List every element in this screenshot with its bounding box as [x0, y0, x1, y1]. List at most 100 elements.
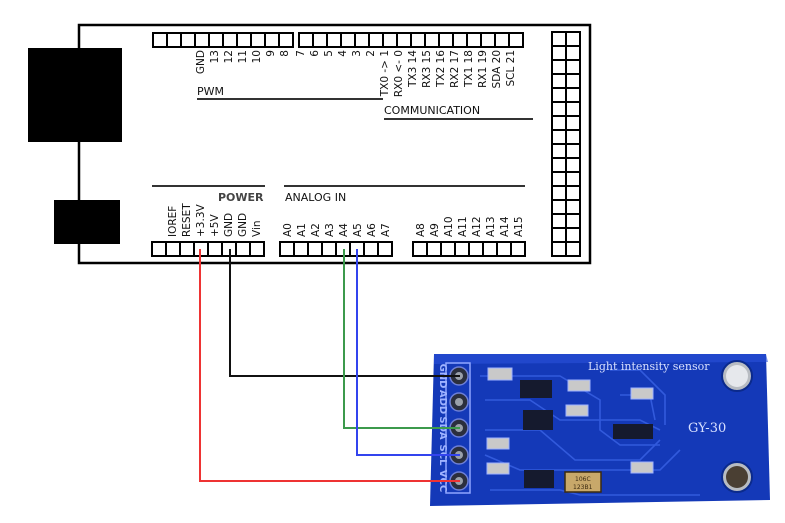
pin-label: A0: [282, 223, 294, 237]
pin-label: GND: [195, 50, 207, 74]
pin-label: GND: [237, 213, 249, 237]
header-pin: [565, 45, 581, 61]
header-pin: [565, 87, 581, 103]
resistor: [487, 367, 513, 381]
pin-label: 4: [337, 50, 349, 57]
header-pin: [551, 227, 567, 243]
resistor: [486, 437, 510, 450]
pin-label: A8: [415, 223, 427, 237]
pin-label: A2: [310, 223, 322, 237]
section-label-communication: COMMUNICATION: [384, 104, 480, 117]
pin-label: RESET: [181, 203, 193, 237]
header-pin: [565, 31, 581, 47]
header-pin: [551, 73, 567, 89]
pin-label: A1: [296, 223, 308, 237]
header-pin: [496, 241, 512, 257]
pin-label: RX1 19: [477, 50, 489, 88]
pin-label: 10: [251, 50, 263, 63]
pin-label: Vin: [251, 220, 263, 237]
header-pin: [410, 32, 426, 48]
pin-label: A11: [457, 216, 469, 237]
pin-label: TX2 16: [435, 50, 447, 88]
header-pin: [468, 241, 484, 257]
header-pin: [298, 32, 314, 48]
header-pin: [307, 241, 323, 257]
pin-label: A13: [485, 216, 497, 237]
header-pin: [208, 32, 224, 48]
sda-wire: [343, 249, 460, 429]
header-pin: [565, 227, 581, 243]
header-pin: [363, 241, 379, 257]
header-pin: [565, 143, 581, 159]
header-pin: [207, 241, 223, 257]
pin-label: 2: [365, 50, 377, 57]
sensor-pin-solder: [455, 398, 463, 406]
pin-label: RX2 17: [449, 50, 461, 88]
header-pin: [452, 32, 468, 48]
pin-label: A3: [324, 223, 336, 237]
pin-label: A7: [380, 223, 392, 237]
header-pin: [424, 32, 440, 48]
header-pin: [565, 59, 581, 75]
transistor: [520, 380, 552, 398]
header-pin: [551, 185, 567, 201]
header-pin: [236, 32, 252, 48]
header-pin: [551, 101, 567, 117]
header-pin: [151, 241, 167, 257]
header-pin: [165, 241, 181, 257]
header-pin: [412, 241, 428, 257]
header-pin: [565, 171, 581, 187]
gnd-wire: [229, 249, 460, 377]
pin-label: 5: [323, 50, 335, 57]
header-pin: [565, 129, 581, 145]
header-power: [151, 241, 265, 257]
pin-label: A6: [366, 223, 378, 237]
sensor-chip: [613, 424, 653, 439]
header-pin: [551, 115, 567, 131]
header-pin: [194, 32, 210, 48]
header-pin: [466, 32, 482, 48]
pin-label: SDA 20: [491, 50, 503, 88]
pin-label: 7: [295, 50, 307, 57]
smd-components: 106C 123B1: [486, 367, 654, 493]
pin-label: A15: [513, 216, 525, 237]
header-right-double: [551, 31, 581, 257]
pin-label: A10: [443, 216, 455, 237]
header-pin: [510, 241, 526, 257]
resistor: [567, 379, 591, 392]
wires: [199, 249, 460, 482]
pin-label: 11: [237, 50, 249, 63]
section-label-analog-in: ANALOG IN: [285, 191, 346, 204]
pin-label: GND: [223, 213, 235, 237]
header-analog-high: [412, 241, 526, 257]
header-pin: [264, 32, 280, 48]
pin-label: TX0 -> 1: [379, 50, 391, 97]
pin-label: A14: [499, 216, 511, 237]
pin-label: RX3 15: [421, 50, 433, 88]
header-pin: [377, 241, 393, 257]
pin-label: SCL 21: [505, 50, 517, 87]
header-pin: [551, 59, 567, 75]
board-outline: [77, 23, 592, 265]
resistor: [565, 404, 589, 417]
sensor-model: GY-30: [688, 421, 726, 436]
header-pin: [152, 32, 168, 48]
pin-label: 12: [223, 50, 235, 63]
pin-label: 3: [351, 50, 363, 57]
capacitor-text-1: 106C: [575, 476, 591, 483]
header-pin: [312, 32, 328, 48]
pin-label: +3.3V: [195, 204, 207, 237]
pin-label: A4: [338, 223, 350, 237]
header-pin: [293, 241, 309, 257]
power-jack: [54, 200, 120, 244]
header-pin: [326, 32, 342, 48]
header-pin: [279, 241, 295, 257]
header-pin: [321, 241, 337, 257]
